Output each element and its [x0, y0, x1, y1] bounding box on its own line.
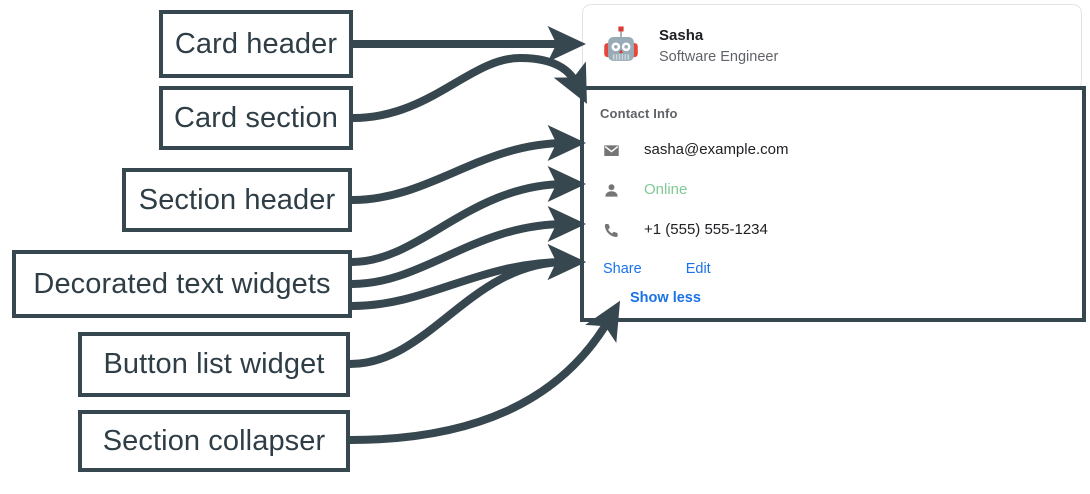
card-header-text: Sasha Software Engineer	[659, 26, 778, 68]
section-header: Contact Info	[600, 106, 678, 121]
card-header-title: Sasha	[659, 27, 704, 44]
annotation-card-header: Card header	[159, 10, 353, 78]
decorated-text-widget-status-label: Online	[644, 181, 688, 198]
arrow-decorated-text-3	[351, 244, 586, 310]
profile-card: Sasha Software Engineer	[582, 4, 1082, 90]
annotation-section-header-label: Section header	[138, 183, 336, 216]
card-header-subtitle: Software Engineer	[659, 49, 779, 65]
decorated-text-widget-phone-label: +1 (555) 555-1234	[644, 221, 768, 238]
arrow-section-header	[351, 125, 586, 204]
arrow-section-collapser	[349, 300, 621, 444]
annotation-section-collapser-label: Section collapser	[102, 424, 326, 457]
arrow-button-list	[349, 244, 586, 368]
phone-icon	[600, 222, 622, 239]
share-button[interactable]: Share	[603, 261, 642, 277]
arrow-card-section	[352, 53, 587, 122]
annotation-section-header: Section header	[122, 168, 352, 232]
robot-avatar-icon	[598, 24, 644, 70]
email-icon	[600, 142, 622, 159]
arrow-decorated-text-2	[351, 206, 586, 288]
edit-button[interactable]: Edit	[685, 261, 711, 277]
decorated-text-widget-email: sasha@example.com	[600, 139, 1082, 161]
decorated-text-widget-email-label: sasha@example.com	[644, 141, 789, 158]
annotation-card-section: Card section	[159, 86, 353, 150]
decorated-text-widget-phone: +1 (555) 555-1234	[600, 219, 1082, 241]
card-header: Sasha Software Engineer	[583, 5, 1081, 89]
annotation-decorated-text-widgets-label: Decorated text widgets	[33, 267, 331, 300]
annotation-card-section-label: Card section	[174, 101, 338, 134]
arrow-decorated-text-1	[351, 166, 586, 266]
annotation-card-header-label: Card header	[174, 27, 338, 60]
card-section: Contact Info sasha@example.com Online	[580, 86, 1086, 322]
annotation-decorated-text-widgets: Decorated text widgets	[12, 250, 352, 318]
card-section-content: Contact Info sasha@example.com Online	[584, 90, 1082, 318]
annotation-button-list-widget-label: Button list widget	[103, 348, 325, 380]
decorated-text-widget-status: Online	[600, 179, 1082, 201]
annotation-button-list-widget: Button list widget	[78, 332, 350, 397]
section-collapser-button[interactable]: Show less	[630, 290, 701, 306]
button-list-widget: Share Edit	[603, 259, 1082, 279]
annotation-section-collapser: Section collapser	[78, 410, 350, 472]
person-icon	[600, 182, 622, 199]
